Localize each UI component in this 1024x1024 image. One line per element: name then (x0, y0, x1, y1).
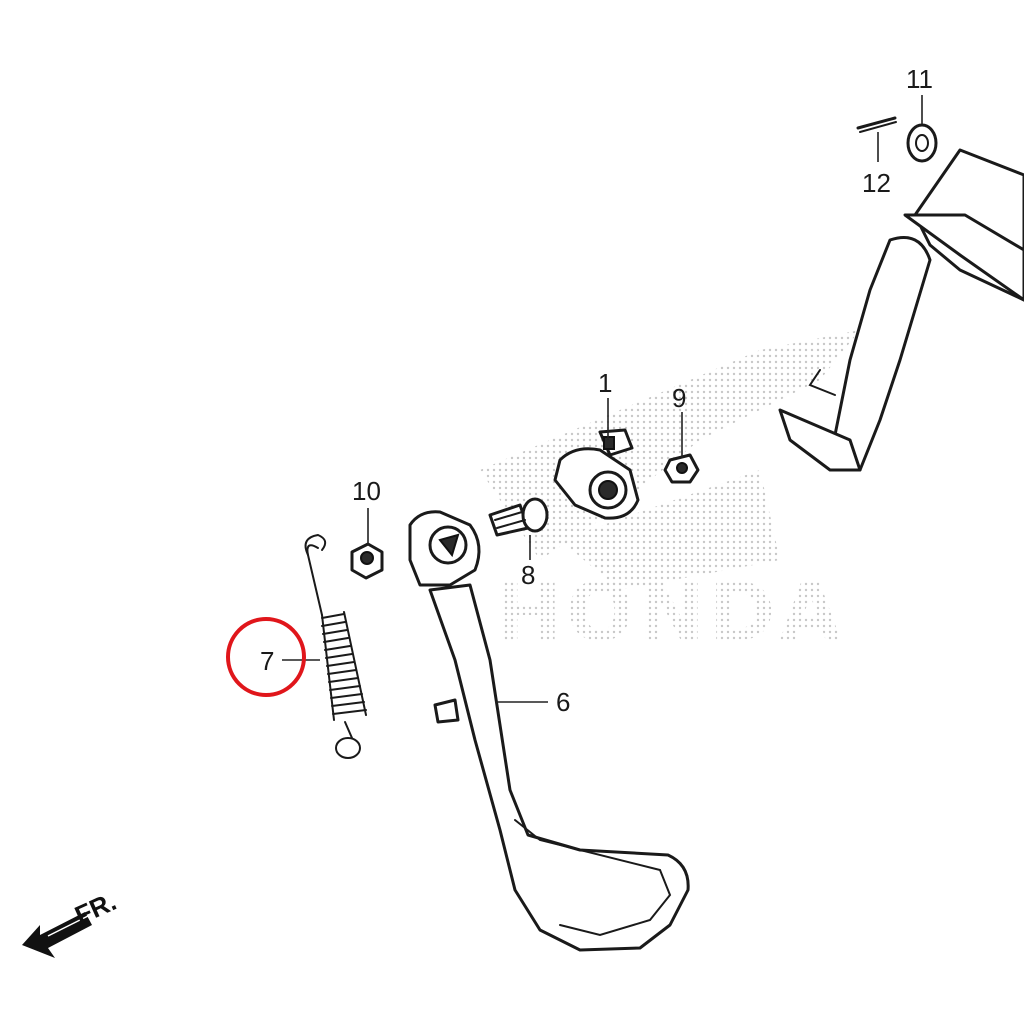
callout-6: 6 (556, 687, 570, 717)
callout-8: 8 (521, 560, 535, 590)
nut-part-9 (663, 453, 700, 484)
spring-part-7 (304, 533, 367, 759)
callout-12: 12 (862, 168, 891, 198)
highlight-circle (226, 617, 306, 697)
nut-part-10 (350, 542, 384, 580)
front-direction-arrow (22, 912, 92, 958)
callout-9: 9 (672, 383, 686, 413)
callout-11: 11 (906, 64, 933, 94)
washer-part-11 (906, 123, 938, 163)
switch-part-1 (553, 428, 640, 520)
leader-lines (282, 95, 923, 703)
callout-1: 1 (598, 368, 612, 398)
honda-watermark-text: HONDA (495, 566, 845, 659)
pin-part-12 (856, 116, 897, 133)
main-stand (778, 148, 1024, 472)
bolt-part-8 (488, 497, 549, 537)
callout-10: 10 (352, 476, 381, 506)
callout-7: 7 (260, 646, 274, 676)
side-stand-part-6 (408, 510, 690, 952)
